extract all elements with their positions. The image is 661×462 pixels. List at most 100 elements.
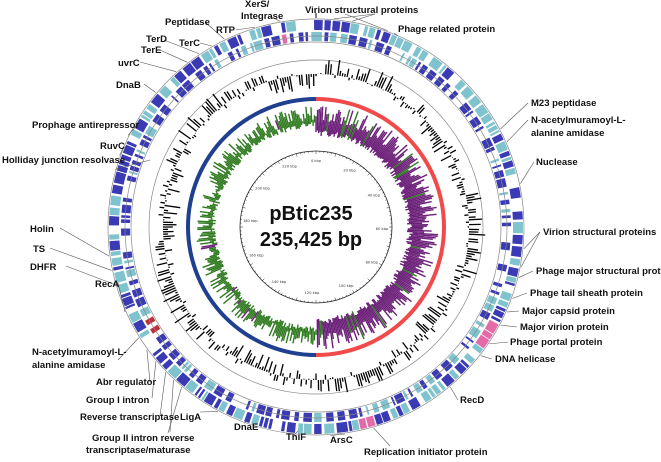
scale-tick <box>242 207 246 209</box>
gc-bar <box>430 128 435 133</box>
cds-plus-8 <box>380 31 391 44</box>
gene-label-dhfr: DHFR <box>30 262 57 273</box>
skew-bar <box>359 131 368 144</box>
gc-bar <box>391 359 395 364</box>
cds-minus-104 <box>144 125 158 138</box>
skew-bar <box>220 269 225 273</box>
gc-bar <box>195 325 201 331</box>
skew-bar <box>372 139 384 154</box>
gc-bar <box>245 89 248 91</box>
gc-bar <box>268 361 273 373</box>
skew-bar <box>228 152 241 164</box>
gc-bar <box>182 308 188 313</box>
skew-bar <box>359 309 373 333</box>
scale-tick <box>346 157 348 160</box>
cds-minus-88 <box>125 265 135 270</box>
gc-bar <box>199 117 205 123</box>
tick-label: 220 kbp <box>282 165 297 169</box>
scale-tick <box>385 199 388 201</box>
scale-tick <box>386 245 390 247</box>
skew-bar <box>224 281 230 286</box>
skew-bar <box>346 313 358 341</box>
skew-bar <box>377 294 398 317</box>
cds-minus-41 <box>468 326 481 339</box>
scale-tick <box>365 282 368 284</box>
gc-bar <box>435 136 441 141</box>
gc-bar <box>252 87 256 92</box>
cds-minus-15 <box>433 76 445 88</box>
skew-bar <box>283 116 289 129</box>
skew-bar <box>274 120 280 130</box>
cds-plus-136 <box>260 25 273 38</box>
cds-plus-6 <box>367 27 376 39</box>
gc-bar <box>182 300 187 304</box>
cds-plus-44 <box>490 315 501 323</box>
skew-bar <box>408 250 421 256</box>
cds-plus-25 <box>491 133 504 144</box>
cds-plus-106 <box>109 234 120 240</box>
skew-bar <box>340 315 350 344</box>
scale-tick <box>386 207 390 209</box>
gc-bar <box>442 312 448 317</box>
scale-tick <box>264 282 267 284</box>
cds-plus-133 <box>237 34 244 45</box>
scale-tick <box>281 293 283 295</box>
gc-bar <box>172 172 184 178</box>
cds-plus-137 <box>280 22 287 33</box>
gc-bar <box>450 287 456 291</box>
cds-minus-99 <box>131 159 142 167</box>
cds-plus-131 <box>219 41 230 53</box>
skew-bar <box>215 190 218 193</box>
skew-bar <box>364 136 372 146</box>
skew-bar <box>401 187 417 195</box>
gc-bar <box>239 358 242 361</box>
gc-bar <box>404 104 409 109</box>
scale-tick <box>352 290 355 293</box>
gc-bar <box>389 360 393 366</box>
cds-plus-68 <box>336 421 349 433</box>
cds-plus-65 <box>358 417 368 430</box>
gc-bar <box>425 123 430 128</box>
gc-bar <box>389 88 393 94</box>
gc-bar <box>433 132 438 137</box>
gc-bar <box>465 192 479 197</box>
skew-bar <box>237 299 242 305</box>
leader-line <box>119 145 125 156</box>
skew-bar <box>282 326 289 341</box>
skew-bar <box>343 110 354 138</box>
gc-bar <box>433 144 446 153</box>
cds-plus-79 <box>244 411 253 423</box>
skew-bar <box>407 229 432 232</box>
gene-label-reverse-transcriptase: Reverse transcriptase <box>80 412 179 423</box>
gene-label-n-acetylmuramoyl-plus-2: alanine amidase <box>531 128 604 139</box>
skew-bar <box>278 120 284 133</box>
gc-bar <box>396 97 399 100</box>
gc-bar <box>279 78 285 93</box>
cds-plus-5 <box>362 25 369 37</box>
gc-bar <box>196 331 205 340</box>
skew-bar <box>300 118 303 126</box>
skew-bar <box>338 116 345 138</box>
skew-bar <box>266 121 275 137</box>
gc-bar <box>236 88 241 95</box>
gc-bar <box>284 77 287 83</box>
skew-bar <box>272 320 275 324</box>
skew-bar <box>402 189 429 200</box>
skew-bar <box>200 245 216 250</box>
skew-bar <box>253 314 262 327</box>
scale-tick <box>342 155 344 158</box>
skew-bar <box>319 320 322 338</box>
cds-minus-65 <box>275 409 281 419</box>
skew-bar <box>383 152 394 164</box>
skew-bar <box>248 305 255 313</box>
cds-minus-67 <box>256 404 267 415</box>
gene-label-dnae: DnaE <box>234 422 258 433</box>
gc-bar <box>393 358 398 365</box>
scale-tick <box>383 257 386 259</box>
skew-bar <box>236 146 246 156</box>
gc-bar <box>358 76 361 81</box>
skew-bar <box>246 142 252 149</box>
skew-bar <box>410 245 421 250</box>
cds-plus-134 <box>249 29 258 41</box>
gc-bar <box>382 364 385 367</box>
